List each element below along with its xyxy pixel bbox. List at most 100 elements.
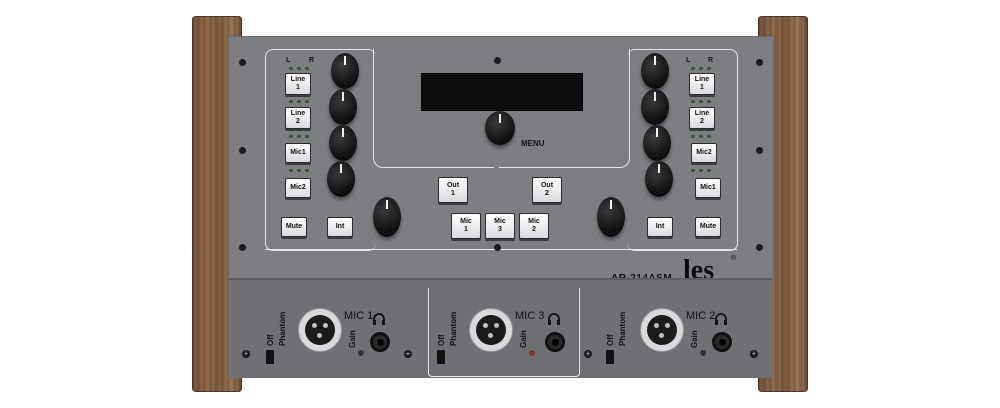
gain-label: Gain <box>348 330 357 348</box>
led-indicator <box>691 169 695 172</box>
right-l-label: L <box>686 57 691 64</box>
mic2-section: Off Phantom MIC 2 Gain <box>598 290 738 374</box>
brand-registered-mark: ® <box>731 255 737 262</box>
headphone-jack[interactable] <box>370 332 390 352</box>
menu-label: MENU <box>521 139 545 148</box>
phantom-toggle-switch[interactable] <box>437 350 445 364</box>
led-indicator <box>305 100 309 103</box>
headphones-icon <box>547 312 561 326</box>
left-mic2-knob[interactable] <box>327 161 355 197</box>
led-indicator <box>699 67 703 70</box>
right-mic2-button[interactable]: Mic2 <box>691 143 717 163</box>
gain-trim-screw-icon[interactable] <box>529 350 535 356</box>
led-indicator <box>289 135 293 138</box>
off-label: Off <box>437 334 446 346</box>
phantom-label: Phantom <box>278 311 287 346</box>
right-line2-knob[interactable] <box>641 89 669 125</box>
led-indicator <box>699 169 703 172</box>
led-indicator <box>289 100 293 103</box>
gain-trim-screw-icon[interactable] <box>358 350 364 356</box>
center-frame-right <box>499 49 630 168</box>
left-strip-frame <box>265 49 376 251</box>
left-output-knob[interactable] <box>373 197 401 237</box>
headphone-jack[interactable] <box>712 332 732 352</box>
right-mute-button[interactable]: Mute <box>695 217 721 237</box>
led-indicator <box>691 100 695 103</box>
led-indicator <box>297 100 301 103</box>
headphones-icon <box>714 312 728 326</box>
off-label: Off <box>266 334 275 346</box>
headphones-icon <box>372 312 386 326</box>
left-l-label: L <box>286 57 291 64</box>
led-indicator <box>297 169 301 172</box>
right-int-button[interactable]: Int <box>647 217 673 237</box>
headphone-jack[interactable] <box>545 332 565 352</box>
screw-icon: + <box>404 349 412 358</box>
xlr-input-connector[interactable] <box>640 308 684 352</box>
left-mute-button[interactable]: Mute <box>281 217 307 237</box>
front-panel: + + + + Off Phantom MIC 1 Gain Off Phant… <box>228 278 772 378</box>
gain-label: Gain <box>690 330 699 348</box>
right-line1-knob[interactable] <box>641 53 669 89</box>
left-line2-button[interactable]: Line 2 <box>285 107 311 129</box>
screw <box>239 147 246 154</box>
phantom-label: Phantom <box>449 311 458 346</box>
left-mic1-button[interactable]: Mic1 <box>285 143 311 163</box>
right-line2-button[interactable]: Line 2 <box>689 107 715 129</box>
out1-button[interactable]: Out 1 <box>438 177 468 203</box>
top-panel: MENU L R Line 1 Line 2 Mic1 Mic2 Mute In… <box>228 36 774 285</box>
led-indicator <box>289 169 293 172</box>
xlr-input-connector[interactable] <box>469 308 513 352</box>
screw <box>494 57 501 64</box>
mic3-section: Off Phantom MIC 3 Gain <box>428 288 580 377</box>
screw <box>494 244 501 251</box>
lcd-display <box>421 73 583 111</box>
led-indicator <box>707 67 711 70</box>
right-strip-frame <box>627 49 738 251</box>
left-line2-knob[interactable] <box>329 89 357 125</box>
out2-button[interactable]: Out 2 <box>532 177 562 203</box>
right-mic2-knob[interactable] <box>643 125 671 161</box>
led-indicator <box>305 67 309 70</box>
led-indicator <box>691 67 695 70</box>
left-mic2-button[interactable]: Mic2 <box>285 178 311 198</box>
led-indicator <box>305 169 309 172</box>
left-line1-button[interactable]: Line 1 <box>285 73 311 95</box>
screw-icon: + <box>584 349 592 358</box>
center-frame-left <box>373 49 494 168</box>
led-indicator <box>297 67 301 70</box>
gain-trim-screw-icon[interactable] <box>700 350 706 356</box>
left-line1-knob[interactable] <box>331 53 359 89</box>
led-indicator <box>699 135 703 138</box>
mic3-route-button[interactable]: Mic 3 <box>485 213 515 239</box>
screw-icon: + <box>750 349 758 358</box>
right-output-knob[interactable] <box>597 197 625 237</box>
led-indicator <box>707 169 711 172</box>
right-line1-button[interactable]: Line 1 <box>689 73 715 95</box>
right-mic1-button[interactable]: Mic1 <box>695 178 721 198</box>
led-indicator <box>707 135 711 138</box>
right-mic1-knob[interactable] <box>645 161 673 197</box>
phantom-toggle-switch[interactable] <box>266 350 274 364</box>
mic2-route-button[interactable]: Mic 2 <box>519 213 549 239</box>
mic2-title: MIC 2 <box>686 310 716 322</box>
led-indicator <box>699 100 703 103</box>
mic1-section: Off Phantom MIC 1 Gain <box>258 290 398 374</box>
phantom-label: Phantom <box>618 311 627 346</box>
mic3-title: MIC 3 <box>515 310 545 322</box>
left-mic1-knob[interactable] <box>329 125 357 161</box>
center-bottom-frame <box>265 167 737 250</box>
led-indicator <box>289 67 293 70</box>
phantom-toggle-switch[interactable] <box>606 350 614 364</box>
led-indicator <box>305 135 309 138</box>
xlr-input-connector[interactable] <box>298 308 342 352</box>
screw <box>756 244 763 251</box>
left-int-button[interactable]: Int <box>327 217 353 237</box>
off-label: Off <box>606 334 615 346</box>
screw <box>756 147 763 154</box>
screw-icon: + <box>242 349 250 358</box>
mic1-route-button[interactable]: Mic 1 <box>451 213 481 239</box>
screw <box>239 244 246 251</box>
menu-knob[interactable] <box>485 111 515 145</box>
mic1-title: MIC 1 <box>344 310 374 322</box>
